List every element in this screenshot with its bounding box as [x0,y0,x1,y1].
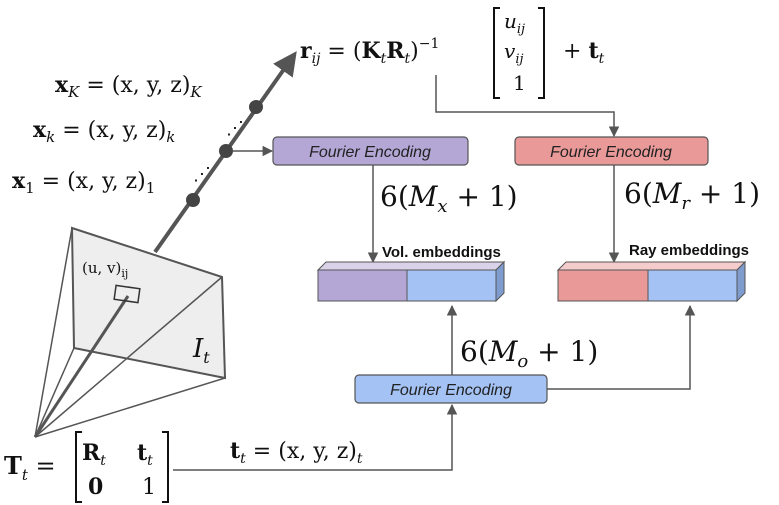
svg-text:1: 1 [513,71,526,95]
dots-lower: ⋰ [193,164,211,185]
vol-dim-label: 6(Mx + 1) [380,180,518,217]
vol-embedding: Vol. embeddings [316,244,506,303]
svg-text:Rt: Rt [82,440,106,469]
sample-point-k [219,144,233,158]
inner-ray [33,295,130,438]
sample-point-1 [186,193,200,207]
ray-embedding-origin-part [647,269,738,302]
svg-text:Tt =: Tt = [4,451,56,484]
dots-upper: ⋰ [226,118,244,139]
origin-fourier-encoder: Fourier Encoding [354,374,548,404]
svg-text:1: 1 [142,475,156,500]
pixel-box [113,284,141,304]
camera-frustum: (u, v)ij It [33,226,227,438]
ray: ⋰ ⋰ [153,51,297,254]
ray-fourier-encoder: Fourier Encoding [514,136,709,166]
ray-embedding: Ray embeddings [556,242,749,303]
svg-text:vij: vij [504,39,524,67]
ray-embedding-ray-part [557,269,649,302]
ray-equation: rij = (KtRt)−1 uij vij 1 + tt [300,7,605,99]
svg-text:uij: uij [504,9,525,37]
vol-embedding-volume-part [317,269,408,302]
pose-matrix: Tt = Rt tt 0 1 [4,431,169,503]
translation-label: tt = (x, y, z)t [230,438,363,467]
svg-text:0: 0 [88,474,103,500]
pixel-label: (u, v)ij [82,259,128,280]
vol-embedding-label: Vol. embeddings [382,244,501,261]
ray-dim-label: 6(Mr + 1) [624,177,760,214]
label-xk: xk = (x, y, z)k [33,117,175,146]
image-label: It [192,334,210,367]
vol-embedding-origin-part [406,269,497,302]
svg-text:Fourier Encoding: Fourier Encoding [390,382,512,399]
svg-text:Fourier Encoding: Fourier Encoding [309,144,431,161]
svg-text:+ tt: + tt [563,38,605,67]
svg-text:rij = (KtRt)−1: rij = (KtRt)−1 [300,36,439,67]
ray-embedding-label: Ray embeddings [629,242,749,259]
label-xK: xK = (x, y, z)K [55,72,202,101]
label-x1: x1 = (x, y, z)1 [12,168,155,197]
svg-text:tt: tt [137,440,153,469]
vol-fourier-encoder: Fourier Encoding [272,136,469,166]
sample-point-K [249,100,263,114]
svg-text:Fourier Encoding: Fourier Encoding [550,144,672,161]
origin-dim-label: 6(Mo + 1) [460,335,598,372]
connectors [173,75,696,471]
